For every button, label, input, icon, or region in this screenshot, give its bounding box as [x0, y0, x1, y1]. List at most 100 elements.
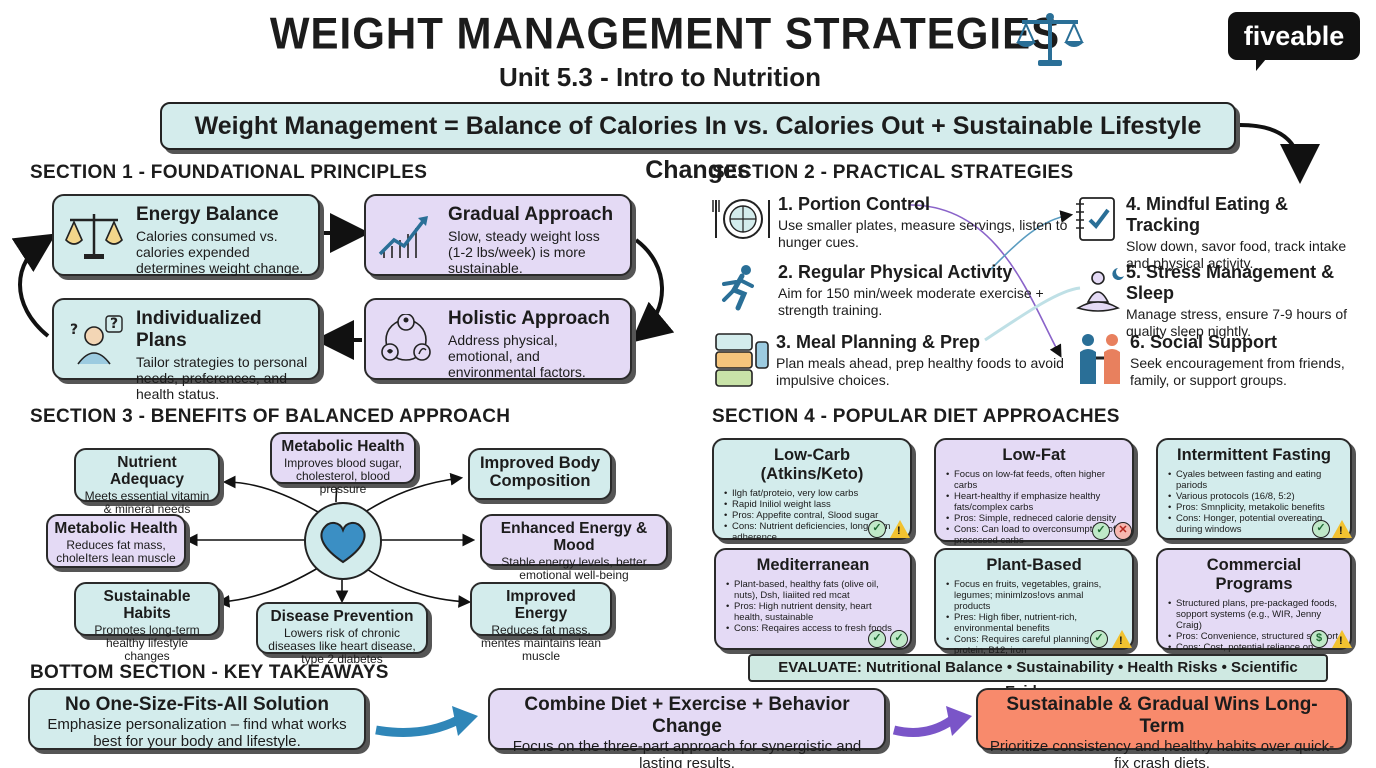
takeaway-title: Combine Diet + Exercise + Behavior Chang… — [524, 694, 850, 737]
card-title: Holistic Approach — [448, 308, 610, 329]
card-title: Gradual Approach — [448, 204, 614, 225]
benefit-nutrient-adequacy: Nutrient Adequacy Meets essential vitami… — [74, 448, 220, 516]
runner-icon — [716, 262, 766, 317]
strategy-body: Slow down, savor food, track intake and … — [1126, 238, 1347, 271]
strategy-title: 1. Portion Control — [778, 194, 930, 214]
diet-points: Focus on low-fat feeds, often higher car… — [946, 469, 1122, 546]
benefit-title: Improved Energy — [506, 588, 576, 622]
strategy-body: Aim for 150 min/week moderate exercise +… — [778, 285, 1044, 318]
benefit-body-composition: Improved Body Composition — [468, 448, 612, 500]
dollar-badge-icon: $ — [1310, 630, 1328, 648]
card-body: Slow, steady weight loss (1-2 lbs/week) … — [448, 228, 600, 276]
diet-points: Focus en fruits, vegetables, grains, leg… — [946, 579, 1122, 656]
svg-text:?: ? — [110, 316, 118, 332]
brand-logo: fiveable — [1228, 12, 1360, 71]
strategy-meal-planning: 3. Meal Planning & Prep Plan meals ahead… — [776, 332, 1076, 389]
strategy-title: 3. Meal Planning & Prep — [776, 332, 981, 352]
diet-card-low-fat: Low-Fat Focus on low-fat feeds, often hi… — [934, 438, 1134, 546]
strategy-body: Use smaller plates, measure servings, li… — [778, 217, 1068, 250]
strategy-body: Seek encouragement from friends, family,… — [1130, 355, 1345, 388]
balance-scale-icon — [1014, 10, 1086, 68]
benefit-disease-prevention: Disease Prevention Lowers risk of chroni… — [256, 602, 428, 666]
benefit-metabolic-health-left: Metabolic Health Reduces fat mass, chole… — [46, 514, 186, 568]
check-badge-icon: ✓ — [868, 630, 886, 648]
people-icon — [1072, 330, 1128, 391]
card-body: Tailor strategies to personal needs, pre… — [136, 354, 308, 402]
diet-point: Structured plans, pre-packaged foods, so… — [1168, 598, 1340, 631]
benefit-body: Promotes long-term healthy lifestyle cha… — [94, 623, 200, 663]
diet-card-intermittent-fasting: Intermittent Fasting Cyales between fast… — [1156, 438, 1352, 540]
person-question-icon: ?? — [64, 314, 124, 366]
check-badge-icon: ✓ — [1312, 520, 1330, 538]
benefit-title: Metabolic Health — [281, 438, 405, 455]
benefit-body: Reduces fat mass, mentes maintains lean … — [480, 623, 602, 663]
benefit-improved-energy: Improved Energy Reduces fat mass, mentes… — [470, 582, 612, 663]
diet-point: Pros: Appefite contral, Slood sugar — [724, 510, 900, 521]
takeaway-title: No One-Size-Fits-All Solution — [65, 694, 329, 715]
strategy-title: 6. Social Support — [1130, 332, 1278, 352]
benefit-title: Disease Prevention — [270, 608, 414, 625]
page-title: WEIGHT MANAGEMENT STRATEGIES — [269, 8, 1061, 59]
takeaway-combine: Combine Diet + Exercise + Behavior Chang… — [488, 688, 886, 768]
takeaway-sustainable: Sustainable & Gradual Wins Long-Term Pri… — [976, 688, 1348, 768]
takeaway-body: Prioritize consistency and healthy habit… — [989, 738, 1335, 768]
strategy-social-support: 6. Social Support Seek encouragement fro… — [1130, 332, 1366, 389]
benefit-title: Metabolic Health — [54, 520, 178, 537]
diet-card-mediterranean: Mediterranean Plant-based, healthy fats … — [714, 548, 912, 650]
diet-point: Focus en fruits, vegetables, grains, leg… — [946, 579, 1122, 612]
check-badge-icon: ✓ — [890, 630, 908, 648]
benefit-body: Lowers risk of chronic diseases like hea… — [268, 626, 416, 666]
takeaway-body: Focus on the three-part approach for syn… — [512, 738, 862, 768]
diet-point: Pros: Convenience, structured support — [1168, 631, 1340, 642]
section3-heading: SECTION 3 - BENEFITS OF BALANCED APPROAC… — [30, 406, 511, 427]
benefit-metabolic-health-top: Metabolic Health Improves blood sugar, c… — [270, 432, 416, 496]
svg-text:?: ? — [70, 322, 78, 338]
benefit-body: Meets essential vitamin & mineral needs — [84, 489, 210, 516]
diet-point: Cons: Nutrient deficiencies, long-term a… — [724, 521, 900, 543]
strategy-portion-control: 1. Portion Control Use smaller plates, m… — [778, 194, 1078, 251]
benefit-body: Stable energy levels, better emotional w… — [501, 555, 647, 582]
diet-point: Cons: Honger, potential overeating durin… — [1168, 513, 1340, 535]
diet-card-low-carb: Low-Carb (Atkins/Keto) Ilgh fat/proteio,… — [712, 438, 912, 543]
check-badge-icon: ✓ — [868, 520, 886, 538]
diet-title: Low-Carb (Atkins/Keto) — [760, 446, 864, 483]
checklist-icon — [1074, 194, 1120, 249]
check-badge-icon: ✓ — [1092, 522, 1110, 540]
principle-card-individualized-plans: ?? Individualized Plans Tailor strategie… — [52, 298, 320, 402]
warning-badge-icon: ! — [1332, 630, 1352, 648]
plate-icon — [712, 196, 774, 247]
benefit-title: Improved Body Composition — [479, 454, 601, 490]
strategy-title: 4. Mindful Eating & Tracking — [1126, 194, 1288, 235]
diet-title: Commercial Programs — [1206, 556, 1302, 593]
diet-point: Pros: Smnplicity, metakolic benefits — [1168, 502, 1340, 513]
takeaway-no-one-size: No One-Size-Fits-All Solution Emphasize … — [28, 688, 366, 750]
benefit-energy-mood: Enhanced Energy & Mood Stable energy lev… — [480, 514, 668, 582]
diet-point: Ilgh fat/proteio, very low carbs — [724, 488, 900, 499]
diet-points: Ilgh fat/proteio, very low carbs Rapid I… — [724, 488, 900, 543]
strategy-mindful-eating: 4. Mindful Eating & Tracking Slow down, … — [1126, 194, 1366, 272]
arrow-right-icon — [890, 700, 974, 749]
principle-card-holistic-approach: Holistic Approach Address physical, emot… — [364, 298, 632, 380]
card-body: Address physical, emotional, and environ… — [448, 332, 586, 380]
strategy-stress-sleep: 5. Stress Management & Sleep Manage stre… — [1126, 262, 1366, 340]
heart-icon — [304, 502, 382, 580]
evaluate-criteria-bar: EVALUATE: Nutritional Balance • Sustaina… — [748, 654, 1328, 700]
section4-heading: SECTION 4 - POPULAR DIET APPROACHES — [712, 406, 1120, 427]
diet-point: Cons: Can load to overconsumption of pro… — [946, 524, 1122, 546]
strategy-title: 5. Stress Management & Sleep — [1126, 262, 1335, 303]
page-subtitle: Unit 5.3 - Intro to Nutrition — [498, 62, 822, 92]
benefit-body: Reduces fat mass, choleIters lean muscle — [56, 538, 176, 565]
strategy-physical-activity: 2. Regular Physical Activity Aim for 150… — [778, 262, 1078, 319]
benefit-title: Sustainable Habits — [103, 588, 191, 622]
diet-points: Plant-based, healthy fats (olive oil, nu… — [726, 579, 900, 634]
diet-point: Heart-healthy if emphasize healthy fats/… — [946, 491, 1122, 513]
cross-badge-icon: ✕ — [1114, 522, 1132, 540]
diet-card-commercial-programs: Commercial Programs Structured plans, pr… — [1156, 548, 1352, 664]
benefit-body: Improves blood sugar, cholesterol, blood… — [283, 456, 403, 496]
scale-icon — [64, 210, 124, 262]
section1-heading: SECTION 1 - FOUNDATIONAL PRINCIPLES — [30, 162, 428, 183]
card-body: Calories consumed vs. calories expended … — [136, 228, 304, 276]
diet-point: Pros: Simple, redneced calorie density — [946, 513, 1122, 524]
diet-title: Low-Fat — [1002, 446, 1066, 464]
section2-heading: SECTION 2 - PRACTICAL STRATEGIES — [712, 162, 1074, 183]
